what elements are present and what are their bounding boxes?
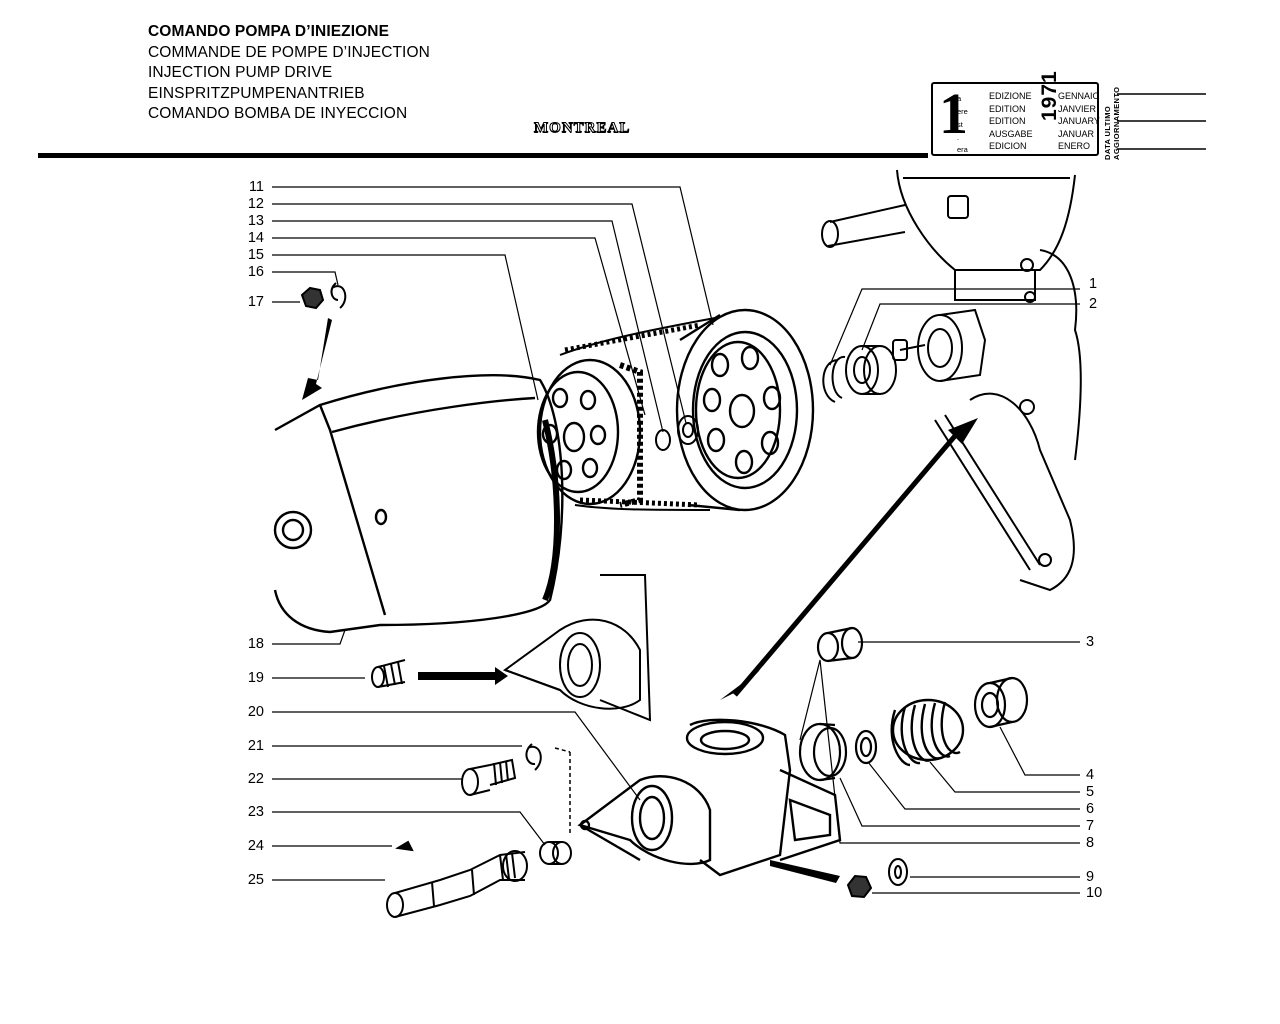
- shim-seal-drawing: [798, 722, 878, 782]
- title-italian: COMANDO POMPA D’INIEZIONE: [148, 23, 390, 40]
- edition-word: EDIZIONE: [989, 91, 1032, 101]
- edition-word: EDITION: [989, 116, 1026, 126]
- bolt-drawing: [386, 743, 572, 918]
- callout-6: 6: [1086, 801, 1095, 817]
- callout-20: 20: [247, 704, 264, 720]
- edition-box: 1 a ere st . era EDIZIONE EDITION EDITIO…: [931, 70, 1100, 156]
- header-rule: [38, 153, 928, 158]
- callout-3: 3: [1086, 634, 1095, 650]
- callout-13: 13: [247, 213, 264, 229]
- callout-22: 22: [247, 771, 264, 787]
- cover-drawing: [273, 374, 564, 634]
- leader-lines: [272, 186, 1080, 894]
- dash-line: [554, 747, 571, 753]
- title-english: INJECTION PUMP DRIVE: [148, 64, 333, 81]
- edition-suffix: a: [957, 94, 962, 103]
- edition-month: JANUARY: [1058, 116, 1100, 126]
- bearing-drawing: [822, 345, 897, 403]
- edition-month: JANVIER: [1058, 103, 1097, 114]
- edition-suffix: era: [957, 145, 968, 154]
- spring-drawing: [371, 659, 406, 688]
- callout-2: 2: [1089, 296, 1098, 312]
- engine-housing-drawing: [821, 169, 1082, 592]
- callout-23: 23: [247, 804, 264, 820]
- title-german: EINSPRITZPUMPENANTRIEB: [148, 84, 365, 102]
- callout-1: 1: [1089, 276, 1098, 292]
- callout-10: 10: [1086, 885, 1103, 901]
- arrow-main: [733, 428, 962, 697]
- callout-14: 14: [247, 230, 264, 246]
- callout-5: 5: [1086, 784, 1095, 800]
- callout-11: 11: [248, 179, 264, 195]
- arrow-main-tail: [720, 670, 760, 700]
- edition-suffix: .: [957, 133, 960, 142]
- nut-washer-drawing: [300, 282, 347, 310]
- callout-21: 21: [247, 738, 264, 754]
- arrow-main-head: [948, 418, 978, 444]
- edition-number: 1: [939, 81, 968, 146]
- brand-logo: MONTREAL: [533, 120, 631, 137]
- nut-drawing: [846, 858, 908, 899]
- bushing-drawing: [816, 626, 1029, 729]
- callout-4: 4: [1086, 767, 1095, 783]
- title-block: COMANDO POMPA D’INIEZIONE COMMANDE DE PO…: [148, 22, 430, 125]
- sprocket-drawing: [536, 358, 643, 508]
- callout-24: 24: [247, 838, 264, 854]
- arrow-nut-cover: [302, 318, 332, 400]
- edition-month: JANUAR: [1058, 128, 1095, 139]
- callout-17: 17: [247, 294, 264, 310]
- callout-25: 25: [247, 872, 264, 888]
- callout-12: 12: [247, 196, 264, 212]
- callout-8: 8: [1086, 835, 1095, 851]
- callout-7: 7: [1086, 818, 1095, 834]
- edition-suffix: ere: [957, 107, 968, 116]
- callout-16: 16: [247, 264, 264, 280]
- title-spanish: COMANDO BOMBA DE INYECCION: [148, 105, 408, 122]
- arrow-spring: [418, 667, 508, 685]
- edition-month: GENNAIO: [1058, 91, 1100, 101]
- callout-9: 9: [1086, 869, 1095, 885]
- title-french: COMMANDE DE POMPE D’INJECTION: [148, 43, 430, 61]
- pump-support-drawing: [502, 574, 652, 722]
- edition-words: EDIZIONE EDITION EDITION AUSGABE EDICION: [989, 90, 1033, 153]
- callout-18: 18: [247, 636, 264, 652]
- pulley-drawing: [675, 308, 815, 512]
- coupling-hub-drawing: [892, 308, 987, 382]
- edition-months: GENNAIO JANVIER JANUARY JANUAR ENERO: [1058, 90, 1100, 153]
- edition-word: AUSGABE: [989, 128, 1033, 139]
- large-spring-drawing: [890, 698, 965, 767]
- callout-15: 15: [247, 247, 264, 263]
- arrow-nut: [770, 860, 840, 883]
- edition-word: EDICION: [989, 141, 1027, 151]
- edition-word: EDITION: [989, 103, 1026, 114]
- callout-19: 19: [247, 670, 264, 686]
- edition-suffix: st: [957, 120, 963, 129]
- edition-month: ENERO: [1058, 141, 1091, 151]
